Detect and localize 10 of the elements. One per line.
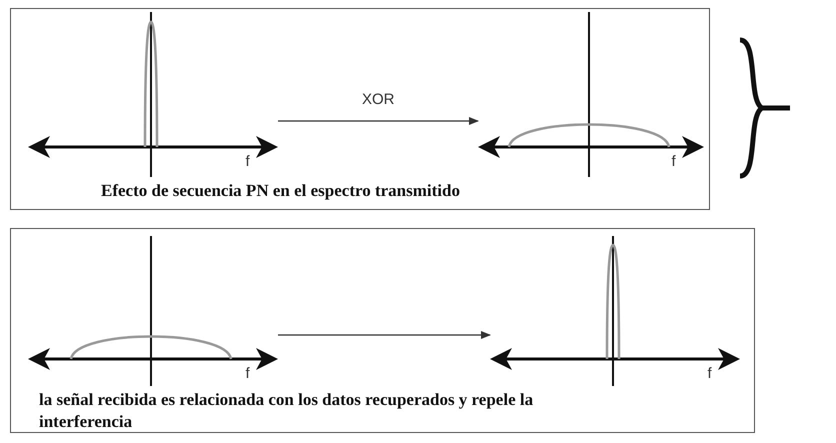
axis-label: f xyxy=(672,152,676,170)
axis-label: f xyxy=(708,364,712,382)
axis-label: f xyxy=(246,152,250,170)
axis-label: f xyxy=(246,364,250,382)
panel xyxy=(10,228,755,433)
arrow xyxy=(278,117,479,125)
arrow xyxy=(278,331,491,339)
panel xyxy=(10,8,710,210)
caption-text: la señal recibida es relacionada con los datos recuperados y repele la interferencia xyxy=(39,389,534,433)
caption-text: Efecto de secuencia PN en el espectro transmitido xyxy=(101,180,461,202)
